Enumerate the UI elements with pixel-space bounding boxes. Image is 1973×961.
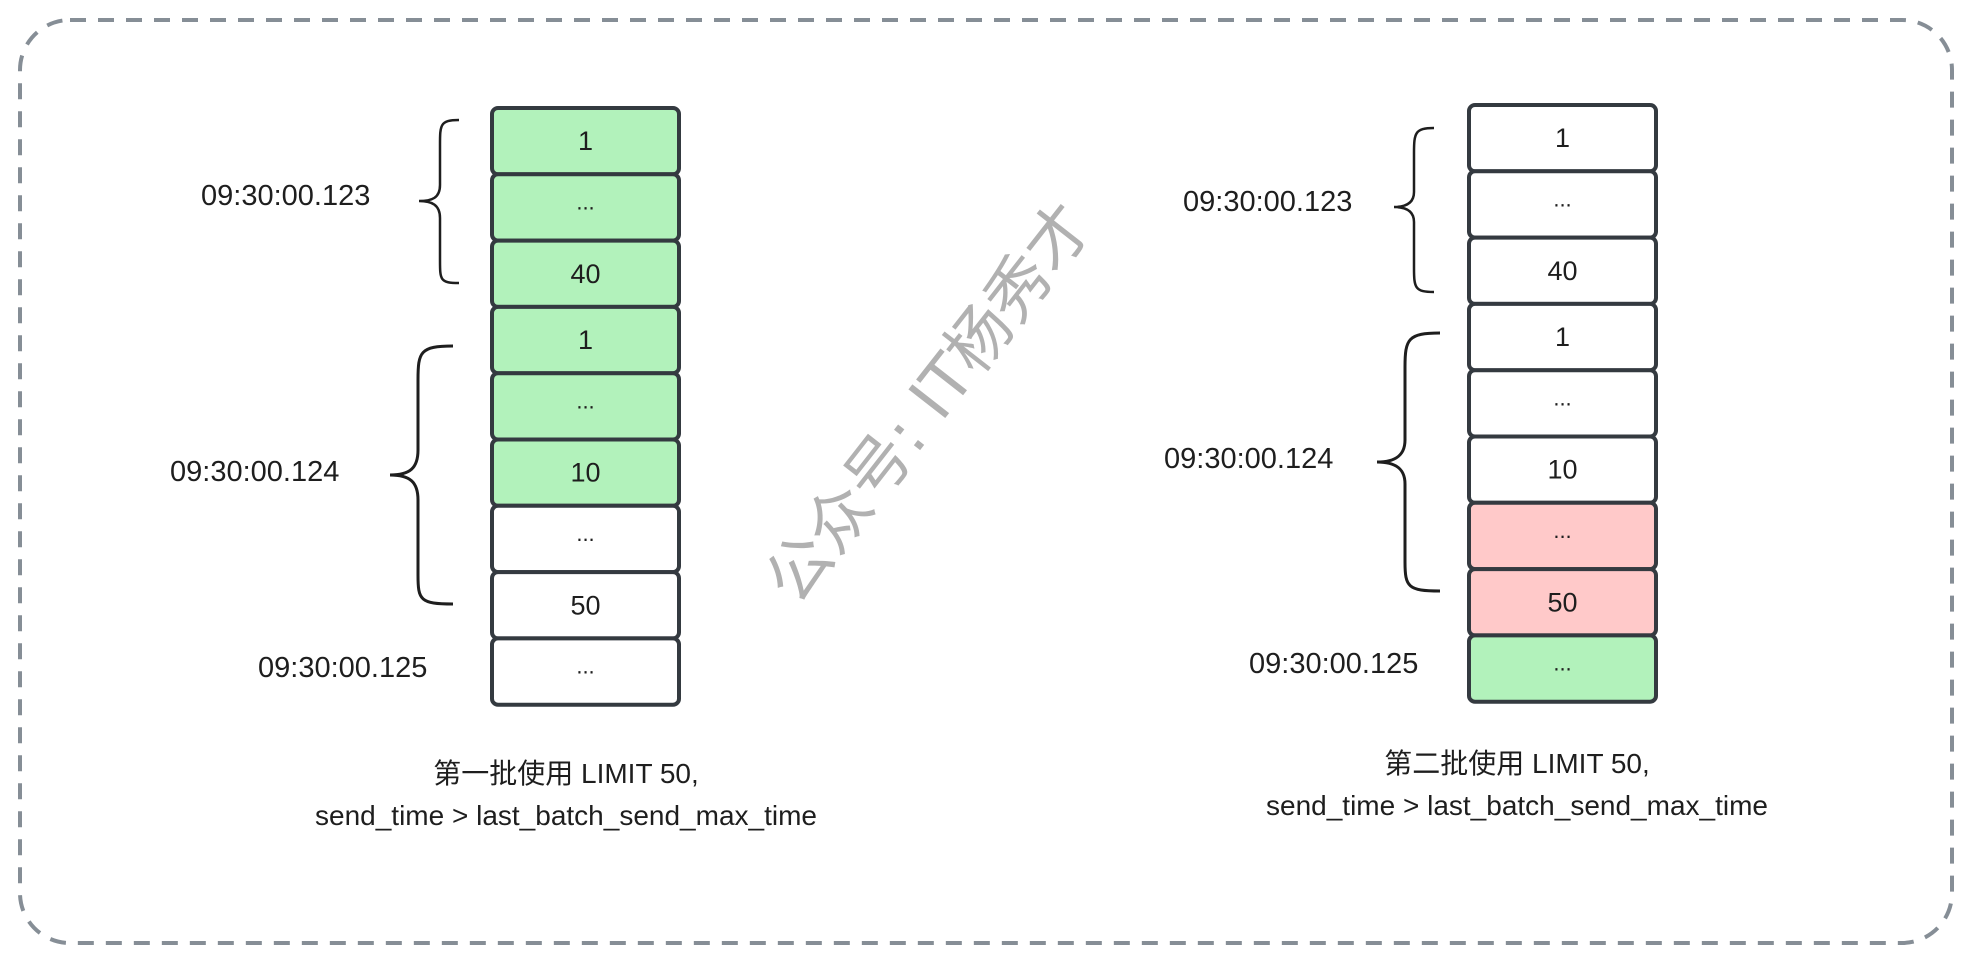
right-cell-label-3: 1	[1555, 322, 1570, 352]
right-cell-8	[1467, 633, 1658, 704]
left-cell-label-8: ...	[576, 654, 594, 679]
right-cell-label-5: 10	[1547, 455, 1577, 485]
right-cell-label-1: ...	[1553, 186, 1571, 211]
left-caption-line2: send_time > last_batch_send_max_time	[315, 800, 817, 831]
right-time-label-124: 09:30:00.124	[1164, 443, 1334, 475]
left-cell-8	[490, 636, 681, 707]
left-cell-label-3: 1	[578, 325, 593, 355]
left-time-label-123: 09:30:00.123	[201, 180, 371, 212]
right-caption-line2: send_time > last_batch_send_max_time	[1266, 790, 1768, 821]
right-time-label-125: 09:30:00.125	[1249, 648, 1419, 680]
left-cell-label-0: 1	[578, 126, 593, 156]
right-cell-label-7: 50	[1547, 587, 1577, 617]
brace-left-124	[389, 344, 454, 606]
left-time-label-125: 09:30:00.125	[258, 652, 428, 684]
right-caption: 第二批使用 LIMIT 50, send_time > last_batch_s…	[1266, 743, 1768, 827]
brace-right-123	[1393, 126, 1435, 294]
right-cell-label-2: 40	[1547, 256, 1577, 286]
right-cell-label-8: ...	[1553, 651, 1571, 676]
right-cell-label-6: ...	[1553, 518, 1571, 543]
left-cell-label-1: ...	[576, 189, 594, 214]
left-time-label-124: 09:30:00.124	[170, 456, 340, 488]
left-cell-label-5: 10	[570, 458, 600, 488]
left-cell-label-7: 50	[570, 590, 600, 620]
left-caption: 第一批使用 LIMIT 50, send_time > last_batch_s…	[315, 753, 817, 837]
left-cell-label-4: ...	[576, 388, 594, 413]
brace-right-124	[1376, 331, 1441, 593]
right-time-label-123: 09:30:00.123	[1183, 186, 1353, 218]
brace-left-123	[418, 118, 460, 285]
right-cell-label-4: ...	[1553, 385, 1571, 410]
right-caption-line1: 第二批使用 LIMIT 50,	[1384, 748, 1650, 779]
dashed-frame	[18, 18, 1954, 945]
left-cell-label-6: ...	[576, 521, 594, 546]
right-cell-label-0: 1	[1555, 123, 1570, 153]
left-cell-label-2: 40	[570, 259, 600, 289]
left-caption-line1: 第一批使用 LIMIT 50,	[433, 758, 699, 789]
